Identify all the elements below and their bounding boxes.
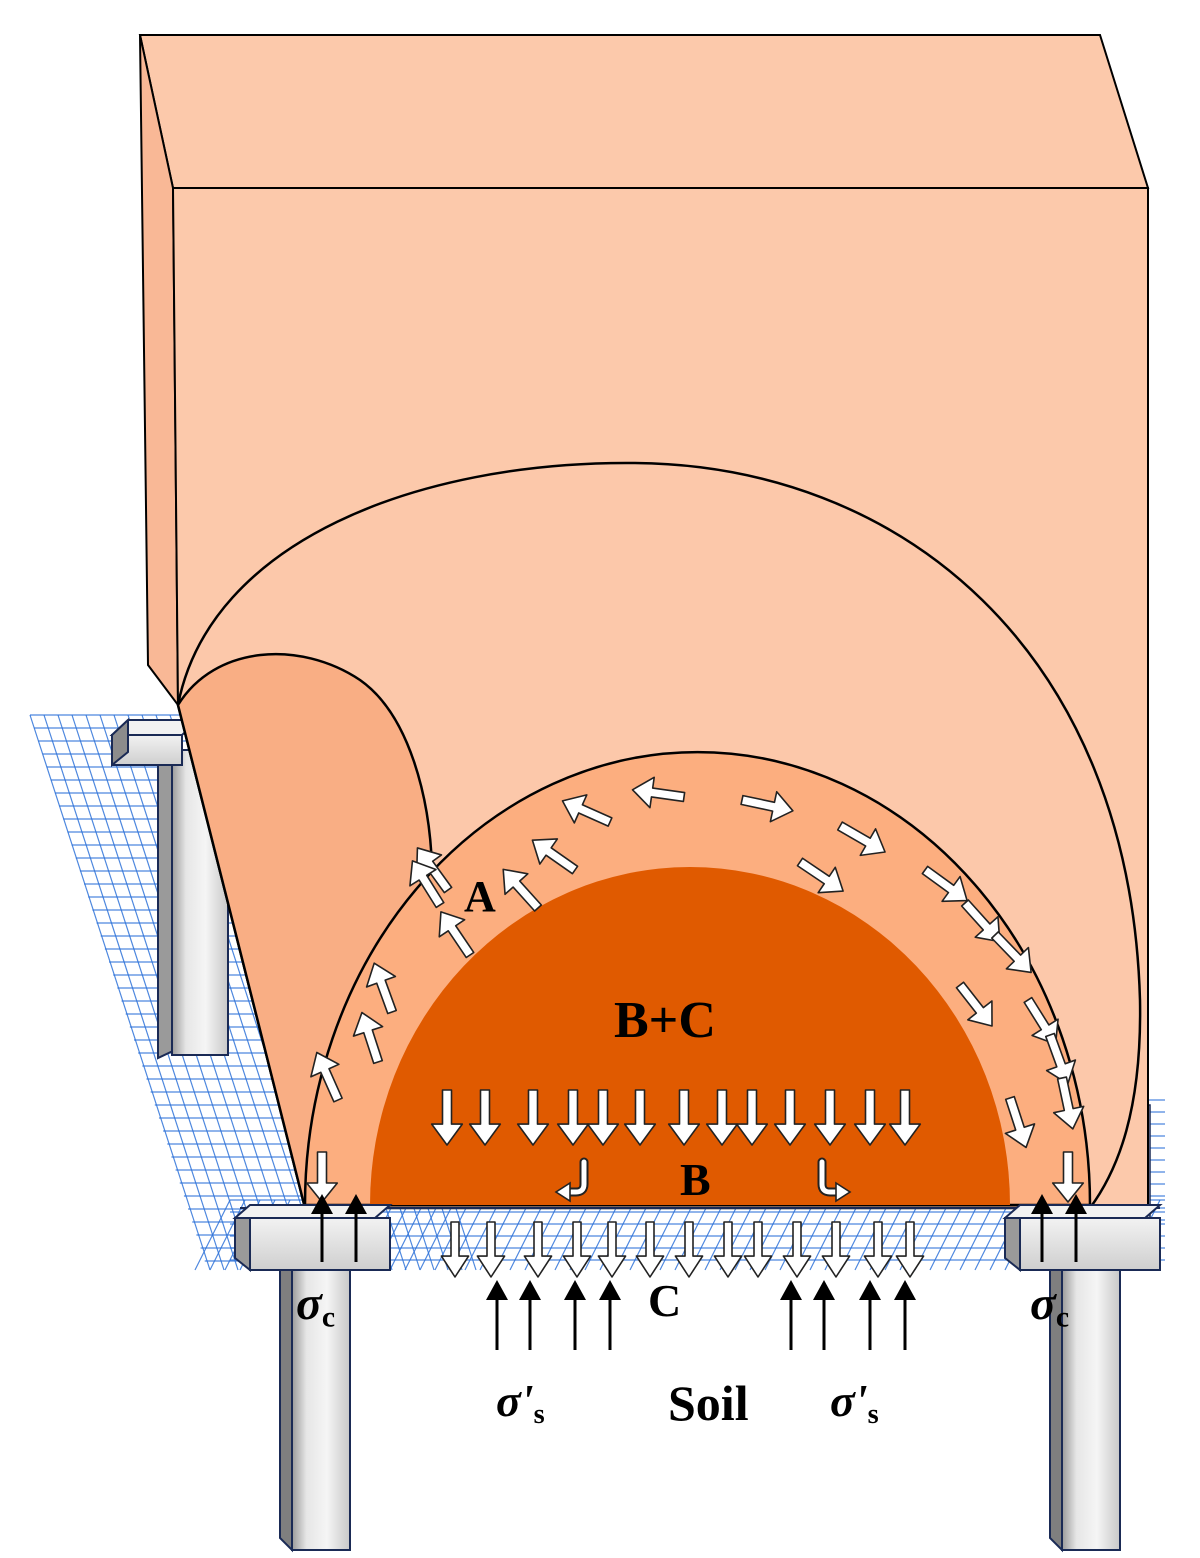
down-arrow-icon [586, 1089, 620, 1146]
down-arrow-icon [743, 1221, 773, 1278]
down-arrow-icon [674, 1221, 704, 1278]
down-arrow-icon [1051, 1151, 1085, 1203]
front-left-pile [232, 1204, 393, 1553]
down-arrow-icon [468, 1089, 502, 1146]
down-arrow-icon [440, 1221, 470, 1278]
down-arrow-icon [813, 1089, 847, 1146]
arch-arrow-icon [631, 776, 686, 809]
hook-arrow-icon [554, 1157, 589, 1203]
arch-arrow-icon [352, 1011, 384, 1065]
down-arrow-icon [782, 1221, 812, 1278]
arch-arrow-icon [955, 981, 993, 1027]
up-arrow-icon [813, 1280, 835, 1350]
arch-arrow-icon [1044, 1032, 1077, 1085]
arch-arrow-icon [502, 868, 543, 912]
down-arrow-icon [635, 1221, 665, 1278]
down-arrow-icon [623, 1089, 657, 1146]
arch-arrow-icon [409, 860, 445, 909]
up-arrow-icon [519, 1280, 541, 1350]
arch-arrow-icon [836, 821, 886, 857]
up-arrow-icon [780, 1280, 802, 1350]
arch-arrow-icon [1023, 996, 1059, 1045]
down-arrow-icon [523, 1221, 553, 1278]
hook-arrow-icon [817, 1157, 852, 1203]
up-arrow-icon [859, 1280, 881, 1350]
up-arrow-icon [486, 1280, 508, 1350]
stress-arrows [305, 776, 1087, 1350]
up-arrow-icon [599, 1280, 621, 1350]
down-arrow-icon [556, 1089, 590, 1146]
down-arrow-icon [853, 1089, 887, 1146]
arch-arrow-icon [1004, 1095, 1036, 1149]
down-arrow-icon [895, 1221, 925, 1278]
arch-arrow-icon [438, 911, 475, 959]
arch-arrow-icon [990, 931, 1032, 974]
arch-arrow-icon [531, 838, 579, 875]
up-arrow-icon [1031, 1194, 1053, 1262]
up-arrow-icon [345, 1194, 367, 1262]
arch-arrow-icon [960, 899, 1001, 943]
front-right-pile [1002, 1204, 1163, 1553]
arch-arrow-icon [310, 1051, 343, 1103]
arch-arrow-icon [561, 794, 613, 827]
arch-arrow-icon [740, 790, 794, 823]
up-arrow-icon [894, 1280, 916, 1350]
down-arrow-icon [516, 1089, 550, 1146]
arch-arrow-icon [1052, 1076, 1085, 1130]
down-arrow-icon [476, 1221, 506, 1278]
down-arrow-icon [735, 1089, 769, 1146]
down-arrow-icon [305, 1151, 339, 1203]
down-arrow-icon [863, 1221, 893, 1278]
up-arrow-icon [311, 1194, 333, 1262]
arch-arrow-icon [921, 865, 968, 903]
arch-arrow-icon [796, 857, 844, 894]
down-arrow-icon [667, 1089, 701, 1146]
arch-arrow-icon [365, 962, 398, 1015]
down-arrow-icon [430, 1089, 464, 1146]
down-arrow-icon [773, 1089, 807, 1146]
down-arrow-icon [821, 1221, 851, 1278]
down-arrow-icon [713, 1221, 743, 1278]
down-arrow-icon [597, 1221, 627, 1278]
up-arrow-icon [1065, 1194, 1087, 1262]
down-arrow-icon [562, 1221, 592, 1278]
down-arrow-icon [705, 1089, 739, 1146]
down-arrow-icon [888, 1089, 922, 1146]
up-arrow-icon [564, 1280, 586, 1350]
